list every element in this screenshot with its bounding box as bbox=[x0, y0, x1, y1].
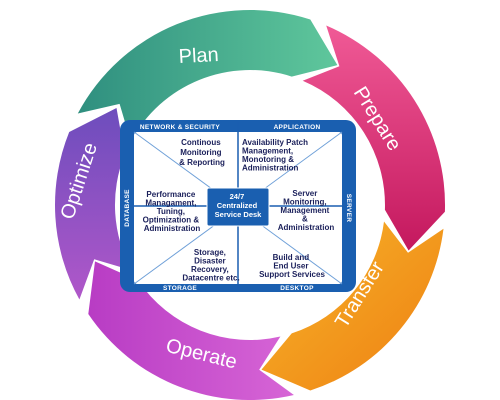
band-application: APPLICATION bbox=[274, 124, 321, 131]
cell-performance-management: Performance Managament, Tuning, Optimiza… bbox=[143, 190, 202, 233]
band-database: DATABASE bbox=[124, 189, 131, 227]
band-desktop: DESKTOP bbox=[280, 285, 314, 292]
plan-arrow bbox=[77, 9, 338, 142]
cell-availability-patch: Availability Patch Management, Monotorin… bbox=[242, 138, 310, 173]
band-server: SERVER bbox=[345, 194, 352, 222]
operate-arrow bbox=[88, 261, 294, 400]
center-service-desk-box bbox=[206, 187, 270, 227]
band-network-security: NETWORK & SECURITY bbox=[140, 124, 221, 131]
center-service-desk-label: 24/7 Centralized Service Desk bbox=[215, 192, 263, 219]
cycle-ring bbox=[54, 9, 446, 400]
optimize-arrow bbox=[54, 108, 132, 300]
transfer-arrow bbox=[261, 221, 444, 391]
cell-storage-recovery: Storage, Disaster Recovery, Datacentre e… bbox=[182, 248, 239, 283]
cell-monitoring-reporting: Continous Monitoring & Reporting bbox=[179, 138, 225, 167]
cell-server-monitoring: Server Monitoring, Management & Administ… bbox=[278, 189, 335, 232]
stage-label-plan: Plan bbox=[178, 44, 219, 68]
prepare-arrow bbox=[302, 25, 446, 251]
cell-end-user-support: Build and End User Support Services bbox=[259, 253, 325, 279]
service-framework: NETWORK & SECURITY APPLICATION STORAGE D… bbox=[120, 120, 356, 292]
band-storage: STORAGE bbox=[163, 285, 197, 292]
